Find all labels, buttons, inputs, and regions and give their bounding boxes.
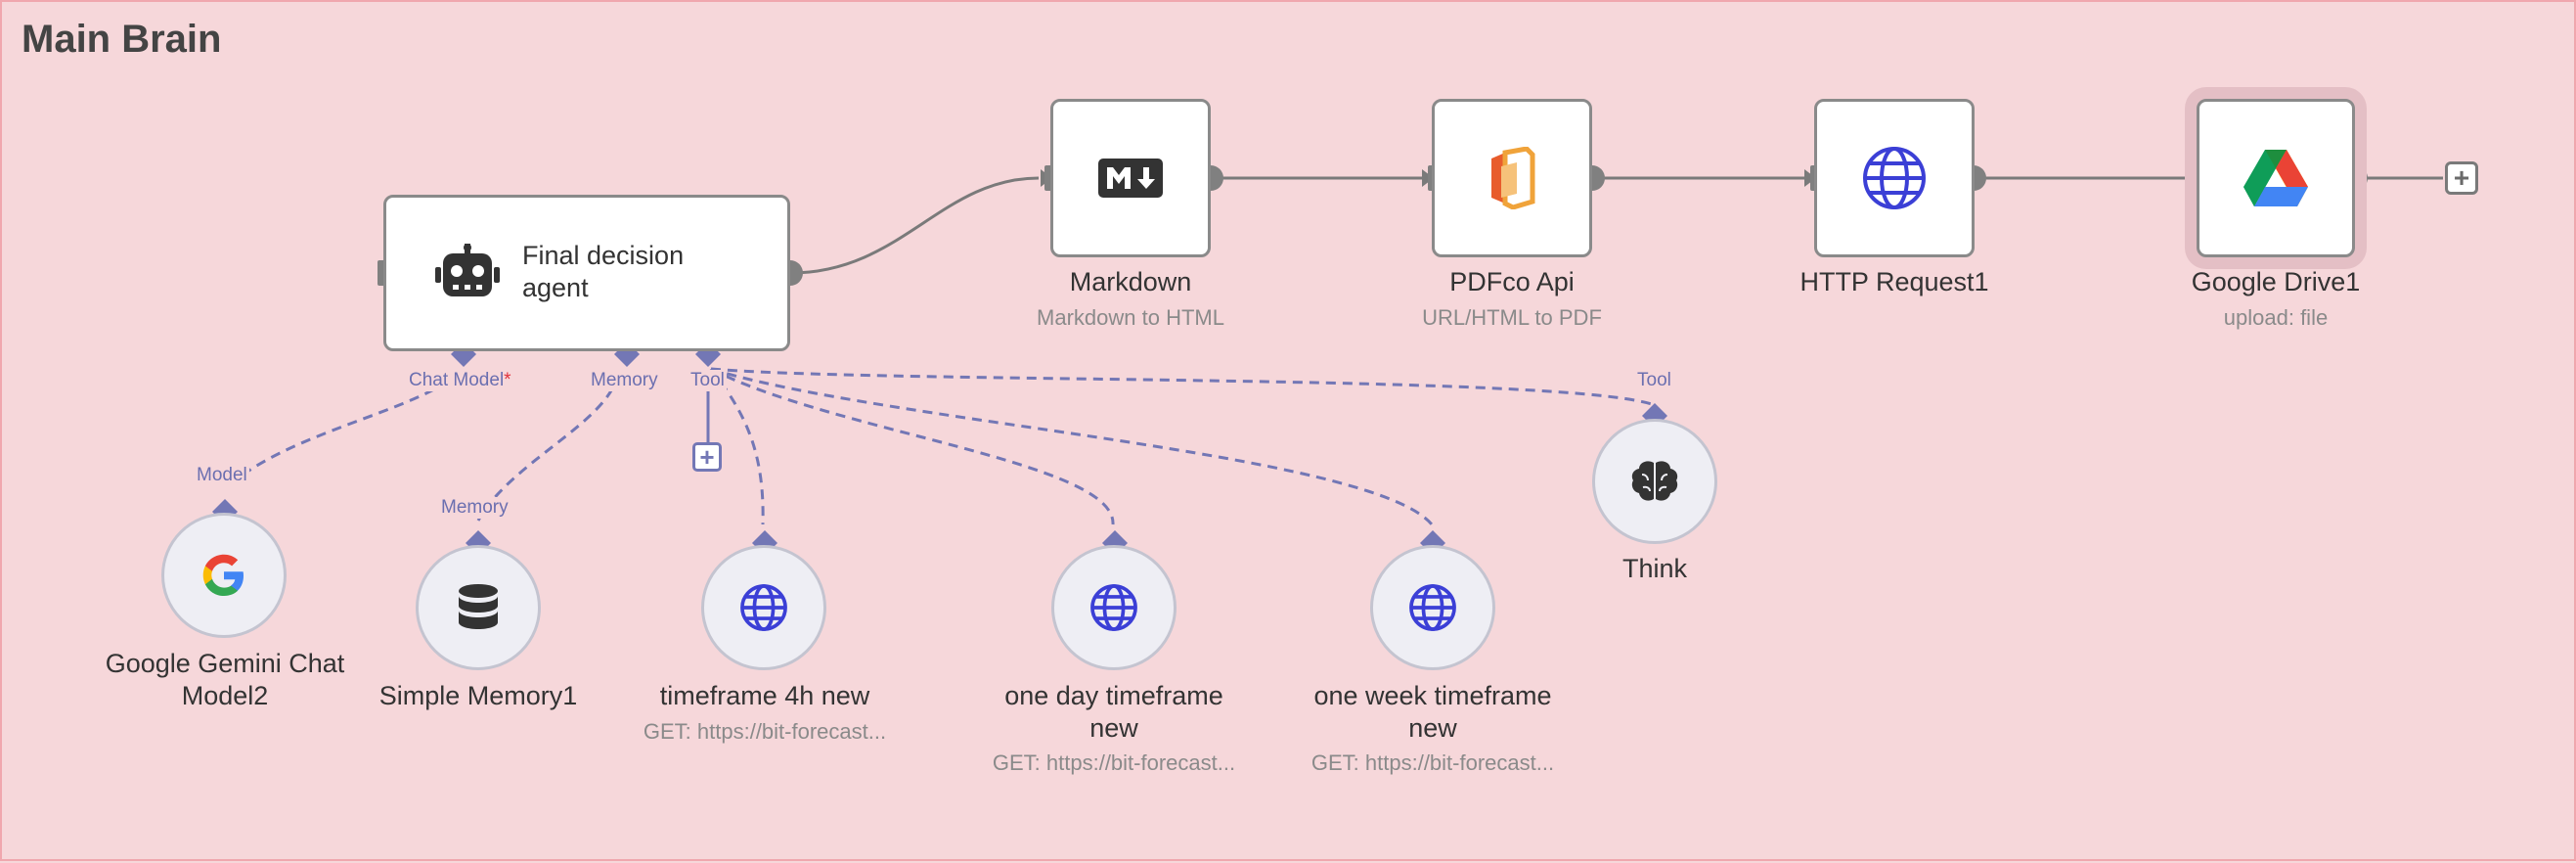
tf4h-sub: GET: https://bit-forecast... (643, 719, 887, 744)
brain-icon (1630, 460, 1679, 503)
required-marker: * (504, 370, 511, 390)
add-node-button[interactable]: + (2445, 161, 2478, 195)
gdrive-sub: upload: file (2223, 305, 2329, 330)
agent-label-line1: Final decision (522, 241, 685, 270)
tf1w-label-line1: one week timeframe (1313, 681, 1552, 710)
node-markdown[interactable] (1050, 99, 1211, 257)
gemini-label: Google Gemini Chat Model2 (78, 648, 372, 712)
wire-tool-1d[interactable] (710, 367, 1115, 525)
gemini-label-line1: Google Gemini Chat (105, 649, 345, 678)
agent-label-line2: agent (522, 273, 589, 302)
memory-label: Simple Memory1 (378, 681, 578, 710)
node-timeframe-4h-new[interactable] (701, 545, 826, 670)
agent-label: Final decision agent (522, 240, 718, 304)
port-label-memory-in: Memory (439, 497, 511, 519)
tf4h-label: timeframe 4h new (659, 681, 870, 710)
robot-icon (435, 244, 500, 302)
port-label-tool: Tool (688, 370, 727, 391)
port-label-chat-model: Chat Model* (407, 370, 513, 391)
port-chat-model-text: Chat Model (409, 370, 505, 390)
tf1d-label: one day timeframe new (967, 680, 1261, 745)
tf1w-label-line2: new (1408, 713, 1457, 743)
node-http-request1[interactable] (1814, 99, 1975, 257)
pdfco-label: PDFco Api (1449, 267, 1575, 296)
globe-icon (1408, 583, 1457, 632)
globe-icon (1089, 583, 1138, 632)
globe-icon (1861, 145, 1928, 211)
add-tool-button[interactable]: + (692, 442, 722, 472)
gemini-label-line2: Model2 (181, 681, 269, 710)
database-icon (457, 583, 500, 632)
tf1w-sub: GET: https://bit-forecast... (1310, 750, 1555, 775)
wire-tool-1w[interactable] (710, 367, 1434, 525)
google-icon (200, 552, 247, 599)
main-connections (789, 176, 2443, 275)
port-label-memory: Memory (589, 370, 660, 391)
node-pdfco-api[interactable] (1432, 99, 1592, 257)
port-label-model: Model (195, 465, 249, 486)
tf1w-label: one week timeframe new (1286, 680, 1579, 745)
wire-tool-think[interactable] (710, 367, 1656, 407)
plus-icon: + (699, 442, 715, 472)
pdfco-sub: URL/HTML to PDF (1422, 305, 1602, 330)
canvas-title: Main Brain (22, 18, 222, 61)
pdfco-icon (1488, 147, 1536, 209)
node-one-day-timeframe-new[interactable] (1051, 545, 1177, 670)
tf1d-label-line2: new (1089, 713, 1138, 743)
wire-agent-markdown[interactable] (789, 176, 1040, 275)
markdown-icon (1098, 159, 1163, 198)
think-label: Think (1621, 554, 1688, 583)
wire-memory[interactable] (476, 373, 620, 522)
port-label-tool-think: Tool (1635, 370, 1673, 391)
http-label: HTTP Request1 (1799, 267, 1989, 296)
plus-icon: + (2453, 162, 2470, 193)
tf1d-sub: GET: https://bit-forecast... (992, 750, 1236, 775)
gdrive-label: Google Drive1 (2191, 267, 2361, 296)
node-google-gemini-chat-model2[interactable] (161, 513, 287, 638)
node-one-week-timeframe-new[interactable] (1370, 545, 1495, 670)
node-google-drive1[interactable] (2197, 99, 2355, 257)
node-final-decision-agent[interactable] (383, 195, 790, 351)
wire-model[interactable] (223, 370, 463, 491)
markdown-sub: Markdown to HTML (1037, 305, 1224, 330)
markdown-label: Markdown (1069, 267, 1192, 296)
node-simple-memory1[interactable] (416, 545, 541, 670)
tf1d-label-line1: one day timeframe (1004, 681, 1223, 710)
google-drive-icon (2243, 150, 2308, 206)
node-think[interactable] (1592, 419, 1717, 544)
globe-icon (739, 583, 788, 632)
